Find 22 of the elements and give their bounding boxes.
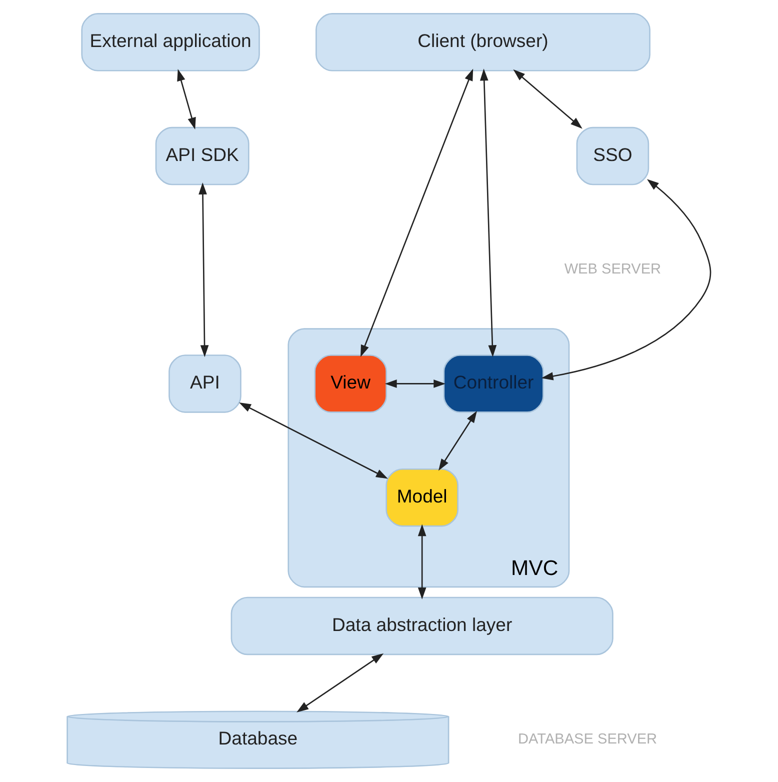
arrow (177, 69, 196, 130)
node-box: API SDK (155, 126, 250, 186)
node-box: Client (browser) (316, 13, 650, 72)
arrow (418, 524, 426, 600)
node-box: Controller (443, 354, 544, 413)
arrow (239, 402, 388, 479)
node-box: API (168, 354, 242, 413)
arrow (384, 380, 446, 388)
node-box: Model (386, 468, 458, 527)
arrow (541, 179, 712, 380)
node-box: View (314, 354, 387, 413)
arrow (480, 68, 497, 358)
node-box: Data abstraction layer (230, 596, 614, 656)
label: WEB SERVER (564, 262, 662, 278)
arrow (198, 182, 209, 358)
arrow (360, 68, 474, 357)
arrow (438, 410, 477, 471)
node-box: External application (81, 13, 260, 72)
arrow (513, 69, 582, 129)
label: DATABASE SERVER (518, 732, 658, 748)
node-box: SSO (576, 126, 650, 186)
arrow (296, 653, 384, 712)
